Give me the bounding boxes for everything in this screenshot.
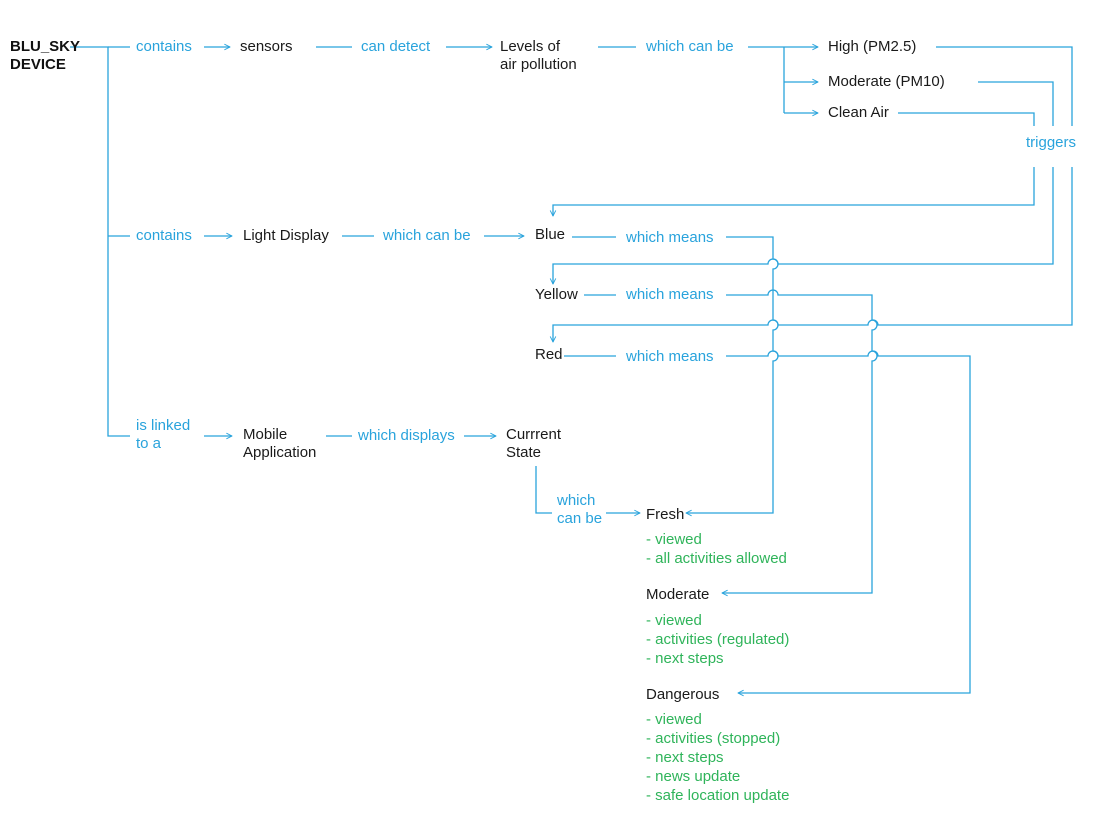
relation-contains-sensors: contains — [136, 38, 192, 55]
relation-triggers: triggers — [1026, 134, 1077, 151]
node-moderate-pm10: Moderate (PM10) — [828, 73, 945, 90]
note-dangerous-3: - next steps — [646, 749, 724, 766]
relation-is-linked: is linked to a — [136, 417, 191, 452]
state-which-can-be — [535, 466, 552, 514]
note-dangerous-2: - activities (stopped) — [646, 730, 781, 747]
note-moderate-1: - viewed — [646, 612, 702, 629]
note-moderate-3: - next steps — [646, 650, 724, 667]
node-yellow: Yellow — [535, 286, 578, 303]
node-moderate-state: Moderate — [646, 586, 710, 603]
relation-which-means-blue: which means — [626, 229, 714, 246]
relation-contains-light: contains — [136, 227, 192, 244]
node-red: Red — [535, 346, 563, 363]
root-node: BLU_SKY DEVICE — [10, 38, 81, 73]
relation-which-means-red: which means — [626, 348, 714, 365]
node-mobile-application: Mobile Application — [243, 426, 317, 461]
blue-means-fresh — [686, 236, 779, 513]
trigger-moderate-to-yellow — [553, 81, 1054, 284]
node-clean-air: Clean Air — [828, 104, 889, 121]
red-means-dangerous — [726, 350, 971, 693]
relation-which-can-be-state: which can be — [557, 492, 603, 527]
yellow-means-moderate — [722, 289, 878, 593]
node-sensors: sensors — [240, 38, 293, 55]
note-dangerous-4: - news update — [646, 768, 741, 785]
relation-which-can-be-light: which can be — [383, 227, 471, 244]
trigger-clean-to-blue — [553, 112, 1035, 216]
node-high-pm25: High (PM2.5) — [828, 38, 917, 55]
node-pollution-levels: Levels of air pollution — [500, 38, 577, 73]
note-fresh-2: - all activities allowed — [646, 550, 787, 567]
note-dangerous-5: - safe location update — [646, 787, 790, 804]
note-fresh-1: - viewed — [646, 531, 702, 548]
trigger-high-to-red — [553, 46, 1073, 342]
relation-which-displays: which displays — [358, 427, 455, 444]
note-moderate-2: - activities (regulated) — [646, 631, 790, 648]
relation-which-means-yellow: which means — [626, 286, 714, 303]
note-dangerous-1: - viewed — [646, 711, 702, 728]
node-light-display: Light Display — [243, 227, 329, 244]
node-dangerous: Dangerous — [646, 686, 720, 703]
relation-which-can-be-pollution: which can be — [646, 38, 734, 55]
node-current-state: Currrent State — [506, 426, 562, 461]
node-fresh: Fresh — [646, 506, 685, 523]
relation-can-detect: can detect — [361, 38, 431, 55]
root-trunk — [70, 46, 130, 437]
node-blue: Blue — [535, 226, 566, 243]
